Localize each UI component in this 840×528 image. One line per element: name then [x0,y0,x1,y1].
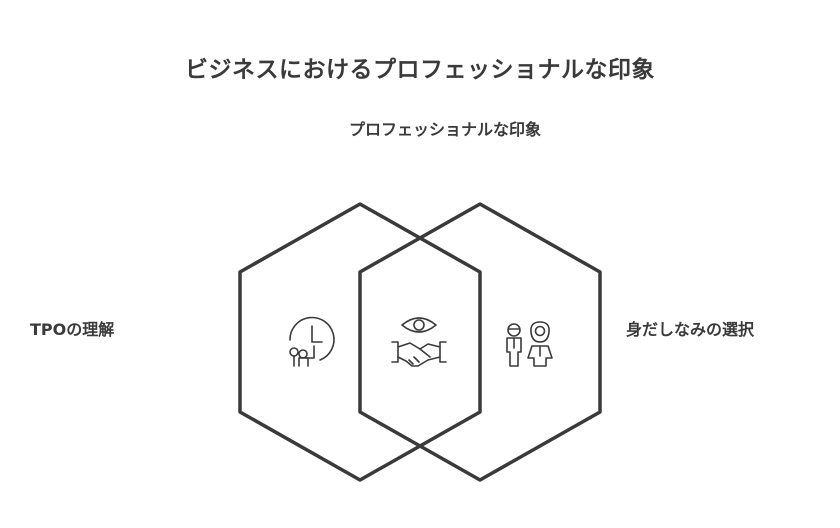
diagram-title: ビジネスにおけるプロフェッショナルな印象 [185,57,655,83]
intersection-label: プロフェッショナルな印象 [348,120,541,139]
clock-people-icon [289,316,335,367]
left-hexagon [238,202,482,482]
left-set-label: TPOの理解 [30,320,115,339]
eye-handshake-icon [391,317,447,367]
dressed-people-icon [506,321,553,367]
right-hexagon [358,202,602,482]
right-set-label: 身だしなみの選択 [626,320,755,339]
